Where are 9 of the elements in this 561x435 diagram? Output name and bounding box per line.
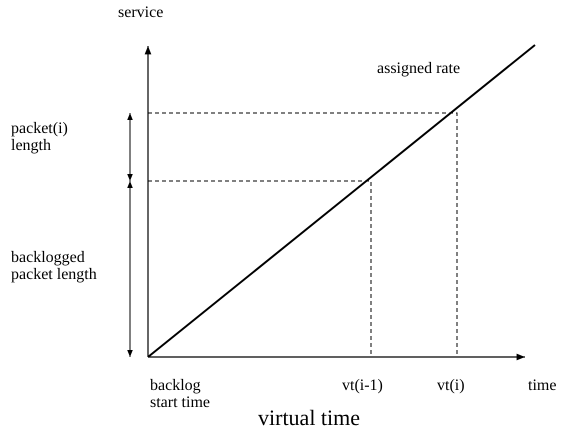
axis-label: time — [528, 377, 558, 394]
tick-label: vt(i-1) — [342, 377, 384, 394]
tick-label: backlog start time — [150, 377, 211, 411]
dimension-label: backlogged packet length — [11, 249, 98, 283]
line-label: assigned rate — [377, 60, 462, 77]
tick-label: vt(i) — [437, 377, 466, 394]
dimension-label: packet(i) length — [11, 120, 69, 154]
caption: virtual time — [258, 406, 360, 430]
axis-label: service — [118, 4, 164, 21]
